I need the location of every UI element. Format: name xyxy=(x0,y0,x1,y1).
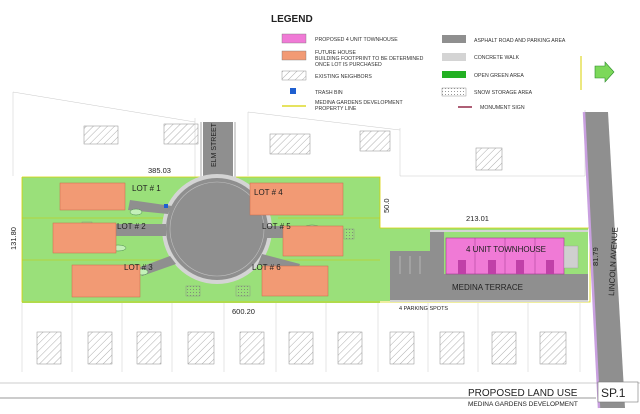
legend-label-asphalt: ASPHALT ROAD AND PARKING AREA xyxy=(474,38,566,44)
legend-label-townhouse: PROPOSED 4 UNIT TOWNHOUSE xyxy=(315,37,398,43)
lot-label-2: LOT # 2 xyxy=(117,222,146,231)
legend-swatch-snow-storage xyxy=(441,87,467,97)
sheet-number-box xyxy=(597,381,639,403)
parking-label: 4 PARKING SPOTS xyxy=(399,306,448,312)
street-label-medina: MEDINA TERRACE xyxy=(452,283,523,292)
legend-swatch-trash-bin xyxy=(290,88,296,94)
legend-swatch-concrete xyxy=(442,53,466,61)
house-lot-2 xyxy=(52,222,117,254)
lot-label-6: LOT # 6 xyxy=(252,263,281,272)
street-label-elm: ELM STREET xyxy=(211,122,218,167)
dim-left-side: 131.80 xyxy=(9,227,18,250)
townhouse-garages xyxy=(458,260,554,274)
legend-label-existing-neighbors: EXISTING NEIGHBORS xyxy=(315,74,372,80)
dim-top-right: 213.01 xyxy=(466,214,489,223)
existing-neighbors-bottom xyxy=(36,331,567,365)
street-label-lincoln: LINCOLN AVENUE xyxy=(607,227,620,296)
house-lot-3 xyxy=(71,264,141,298)
lot-label-4: LOT # 4 xyxy=(254,188,283,197)
title-block-title: PROPOSED LAND USE xyxy=(468,388,578,399)
cul-de-sac-edge xyxy=(169,181,265,277)
dim-middle-right: 50.0 xyxy=(382,198,391,213)
legend-label-future-house-2: BUILDING FOOTPRINT TO BE DETERMINED xyxy=(315,56,424,62)
lot-label-5: LOT # 5 xyxy=(262,222,291,231)
legend-label-property-line-2: PROPERTY LINE xyxy=(315,106,357,112)
medina-terrace-road xyxy=(390,232,588,300)
future-houses xyxy=(52,182,344,298)
legend-label-open-green: OPEN GREEN AREA xyxy=(474,73,524,79)
dim-right-side: 81.79 xyxy=(591,247,600,266)
sheet-number: SP.1 xyxy=(601,386,626,400)
title-block-subtitle: MEDINA GARDENS DEVELOPMENT xyxy=(468,401,578,408)
legend-swatch-existing-neighbors xyxy=(281,70,307,81)
legend-swatch-open-green xyxy=(442,71,466,78)
elm-street-road xyxy=(203,122,233,182)
legend-swatch-townhouse xyxy=(281,33,307,44)
house-lot-6 xyxy=(261,265,329,297)
house-lot-1 xyxy=(59,182,126,211)
legend-label-future-house-1: FUTURE HOUSE xyxy=(315,50,356,56)
townhouse-label: 4 UNIT TOWNHOUSE xyxy=(466,245,546,254)
lot-division-lines xyxy=(22,217,380,261)
townhouse-patio xyxy=(563,245,579,269)
legend-title: LEGEND xyxy=(271,14,313,25)
legend-label-future-house-3: ONCE LOT IS PURCHASED xyxy=(315,62,382,68)
lincoln-sidewalk xyxy=(582,111,601,409)
legend-swatch-future-house xyxy=(281,50,307,61)
townhouse-unit-dividers xyxy=(474,238,536,274)
lincoln-avenue-road xyxy=(584,112,625,408)
lot-label-3: LOT # 3 xyxy=(124,263,153,272)
dim-bottom: 600.20 xyxy=(232,307,255,316)
parking-stripes xyxy=(399,256,421,274)
cul-de-sac-road xyxy=(166,178,268,280)
legend: LEGEND PROPOSED 4 UNIT TOWNHOUSE FUTURE … xyxy=(271,14,566,112)
legend-swatch-asphalt xyxy=(442,35,466,43)
legend-label-trash-bin: TRASH BIN xyxy=(315,90,343,96)
bottom-lot-lines xyxy=(21,303,581,372)
lot-label-1: LOT # 1 xyxy=(132,184,161,193)
legend-label-monument: MONUMENT SIGN xyxy=(480,105,525,111)
dim-top-left: 385.03 xyxy=(148,166,171,175)
house-lot-5 xyxy=(282,225,344,257)
legend-label-property-line-1: MEDINA GARDENS DEVELOPMENT xyxy=(315,100,403,106)
house-lot-4 xyxy=(249,182,344,216)
north-arrow-icon xyxy=(580,56,615,90)
existing-neighbors-top xyxy=(83,123,503,171)
legend-label-concrete: CONCRETE WALK xyxy=(474,55,520,61)
legend-label-snow-storage: SNOW STORAGE AREA xyxy=(474,90,533,96)
